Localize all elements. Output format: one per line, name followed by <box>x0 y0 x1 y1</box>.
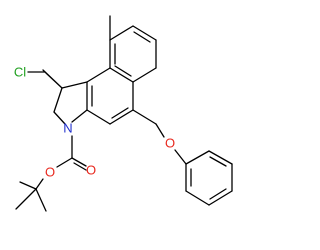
double-bond-inner-line <box>73 162 87 171</box>
bond-line <box>185 190 210 206</box>
bond-line <box>174 149 187 165</box>
bond-line <box>109 25 134 41</box>
chlorine-label: Cl <box>14 65 26 80</box>
bond-line <box>71 109 88 123</box>
bond-line <box>35 188 47 212</box>
double-bond-inner-line <box>114 65 132 77</box>
bond-line <box>132 109 157 125</box>
bond-line <box>35 178 44 190</box>
bond-line <box>86 109 111 125</box>
bond-lines <box>15 15 233 212</box>
atom-labels: Cl O N O O <box>14 65 175 180</box>
bond-line <box>61 81 88 89</box>
bond-line <box>71 157 87 167</box>
bond-line <box>185 150 210 165</box>
double-bond-inner-line <box>111 107 129 119</box>
double-bond-inner-line <box>209 156 227 167</box>
bond-line <box>19 181 37 190</box>
bond-line <box>208 150 233 165</box>
chemical-structure-diagram: Cl O N O O <box>14 15 233 212</box>
bond-line <box>109 109 134 125</box>
bond-line <box>53 87 63 113</box>
bond-line <box>109 67 134 83</box>
bond-line <box>132 67 157 83</box>
ester-oxygen-label: O <box>45 165 55 180</box>
nitrogen-label: N <box>63 121 72 136</box>
wedge-bond <box>42 69 63 89</box>
double-bond-inner-line <box>133 31 151 43</box>
bond-line <box>56 157 73 168</box>
ether-oxygen-label: O <box>165 136 175 151</box>
carbonyl-oxygen-label: O <box>86 163 96 178</box>
double-bond-inner-line <box>209 188 227 200</box>
bond-line <box>53 111 66 125</box>
bond-line <box>208 190 233 206</box>
bond-line <box>15 188 37 210</box>
bond-line <box>155 123 165 138</box>
bond-line <box>86 67 111 83</box>
bond-line <box>132 25 157 41</box>
